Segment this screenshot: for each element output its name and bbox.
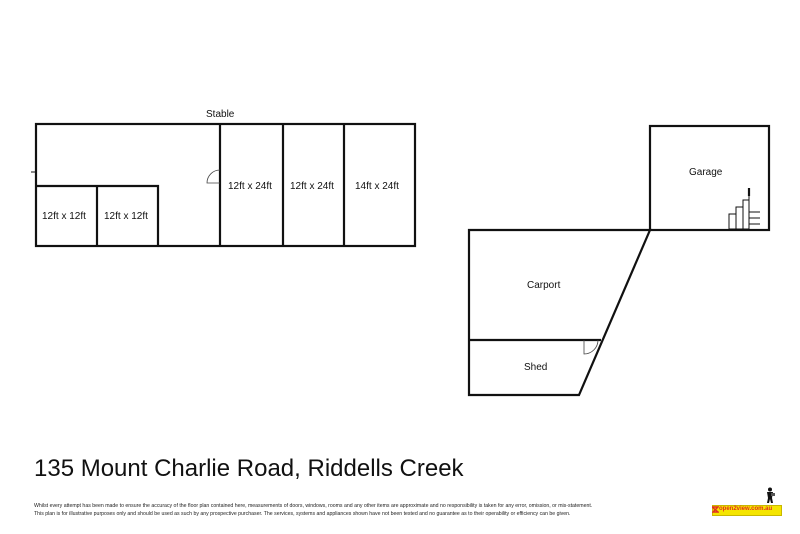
stable-building: Stable 12ft x 12ft 12ft x 12ft 12ft x 24… — [31, 109, 417, 248]
property-address: 135 Mount Charlie Road, Riddells Creek — [34, 455, 464, 482]
garage-outline — [648, 124, 771, 232]
room-label-bay-2: 12ft x 24ft — [290, 181, 334, 192]
carport-shed-outline — [467, 228, 652, 397]
room-label-bay-1: 12ft x 24ft — [228, 181, 272, 192]
room-label-box-b: 12ft x 12ft — [104, 211, 148, 222]
room-label-garage: Garage — [689, 167, 723, 178]
room-label-box-a: 12ft x 12ft — [42, 211, 86, 222]
brand-text: open2view.com.au — [719, 506, 773, 512]
disclaimer-line-1: Whilst every attempt has been made to en… — [34, 503, 593, 509]
room-label-bay-3: 14ft x 24ft — [355, 181, 399, 192]
brand-mark-icon — [712, 506, 719, 513]
brand-banner — [712, 505, 782, 516]
stable-title: Stable — [206, 109, 235, 120]
disclaimer-line-2: This plan is for illustrative purposes o… — [34, 510, 571, 517]
room-label-carport: Carport — [527, 280, 561, 291]
outbuildings: Garage Carport Shed — [467, 124, 771, 397]
brand-logo: open2view.com.au — [712, 487, 782, 517]
stable-door-swing — [206, 169, 221, 184]
garage-stairs-icon — [728, 188, 760, 230]
photographer-figure-icon — [767, 487, 775, 503]
stable-box-walls — [36, 184, 160, 246]
room-label-shed: Shed — [524, 362, 547, 373]
shed-door-swing — [583, 339, 599, 355]
disclaimer: Whilst every attempt has been made to en… — [34, 503, 714, 518]
